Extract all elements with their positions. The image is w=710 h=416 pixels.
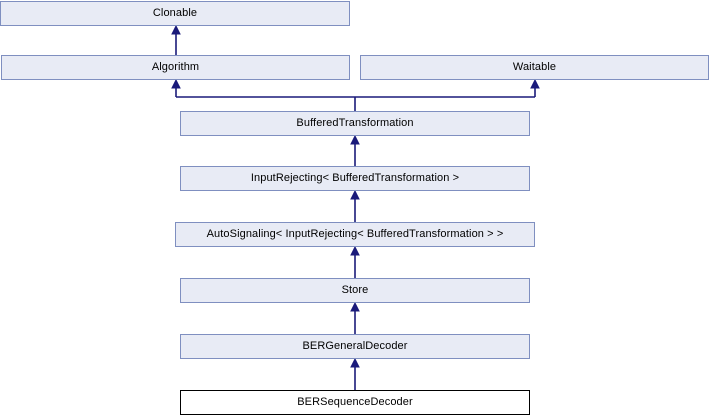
class-node-auto-signaling[interactable]: AutoSignaling< InputRejecting< BufferedT… [175,222,535,247]
class-node-input-rejecting[interactable]: InputRejecting< BufferedTransformation > [180,166,530,191]
class-node-label: AutoSignaling< InputRejecting< BufferedT… [206,228,504,240]
class-node-label: Store [341,284,369,296]
class-node-label: BufferedTransformation [296,117,414,129]
class-node-label: BERSequenceDecoder [297,396,413,408]
class-node-label: Waitable [512,61,557,73]
class-node-label: Clonable [152,7,198,19]
class-node-ber-general-decoder[interactable]: BERGeneralDecoder [180,334,530,359]
edge-bufferedtransformation-to-waitable [530,78,540,97]
edge-multi-inheritance-bus [176,96,535,111]
class-node-clonable[interactable]: Clonable [0,1,350,26]
edge-bufferedtransformation-to-algorithm [171,78,181,97]
class-node-label: BERGeneralDecoder [302,340,408,352]
class-node-label: InputRejecting< BufferedTransformation > [250,172,460,184]
class-node-store[interactable]: Store [180,278,530,303]
edge-bersequencedecoder-to-bergeneraldecoder [350,357,360,390]
edge-inputrejecting-to-bufferedtransformation [350,134,360,166]
class-node-buffered-transformation[interactable]: BufferedTransformation [180,111,530,136]
edge-algorithm-to-clonable [171,24,181,55]
edge-bergeneraldecoder-to-store [350,301,360,334]
class-node-algorithm[interactable]: Algorithm [1,55,350,80]
edge-autosignaling-to-inputrejecting [350,189,360,222]
class-node-label: Algorithm [151,61,200,73]
class-node-waitable[interactable]: Waitable [360,55,709,80]
class-node-ber-sequence-decoder[interactable]: BERSequenceDecoder [180,390,530,415]
edge-store-to-autosignaling [350,245,360,278]
